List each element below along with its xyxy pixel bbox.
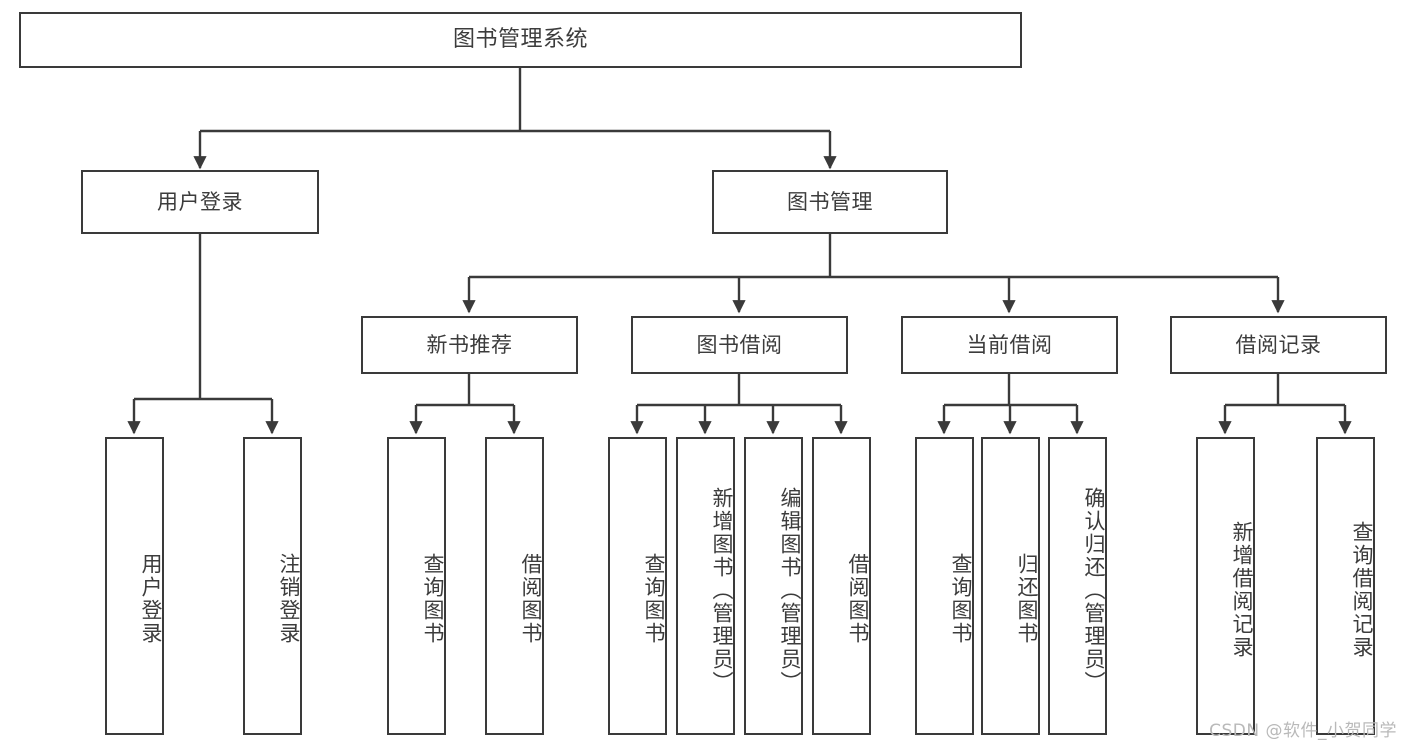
node-user-login[interactable]: 用户登录 (81, 170, 319, 234)
leaf-user-logout[interactable]: 注销登录 (243, 437, 302, 735)
csdn-watermark: CSDN @软件_小贺同学 (1209, 721, 1397, 741)
leaf-borrow-add-book-admin[interactable]: 新增图书（管理员） (676, 437, 735, 735)
leaf-current-confirm-return-admin[interactable]: 确认归还（管理员） (1048, 437, 1107, 735)
leaf-record-query-borrow-record[interactable]: 查询借阅记录 (1316, 437, 1375, 735)
node-root[interactable]: 图书管理系统 (19, 12, 1022, 68)
leaf-user-login[interactable]: 用户登录 (105, 437, 164, 735)
node-borrow-record[interactable]: 借阅记录 (1170, 316, 1387, 374)
leaf-recommend-borrow-book[interactable]: 借阅图书 (485, 437, 544, 735)
leaf-borrow-query-book[interactable]: 查询图书 (608, 437, 667, 735)
leaf-current-return-book[interactable]: 归还图书 (981, 437, 1040, 735)
leaf-current-query-book[interactable]: 查询图书 (915, 437, 974, 735)
leaf-record-add-borrow-record[interactable]: 新增借阅记录 (1196, 437, 1255, 735)
leaf-borrow-borrow-book[interactable]: 借阅图书 (812, 437, 871, 735)
node-book-manage[interactable]: 图书管理 (712, 170, 948, 234)
node-book-borrow[interactable]: 图书借阅 (631, 316, 848, 374)
leaf-recommend-query-book[interactable]: 查询图书 (387, 437, 446, 735)
node-new-book-recommendation[interactable]: 新书推荐 (361, 316, 578, 374)
leaf-borrow-edit-book-admin[interactable]: 编辑图书（管理员） (744, 437, 803, 735)
node-current-borrow[interactable]: 当前借阅 (901, 316, 1118, 374)
